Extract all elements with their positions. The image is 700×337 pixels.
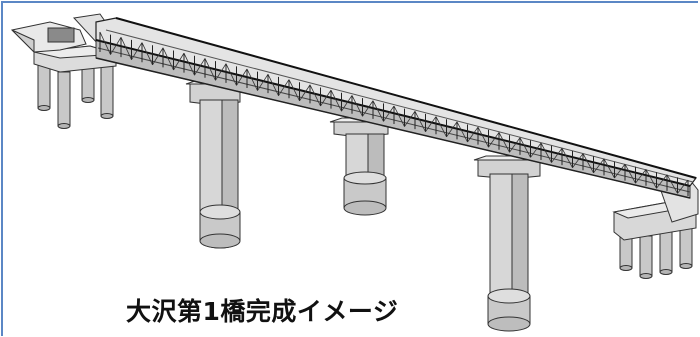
truss-diagonal (582, 153, 594, 174)
steel-truss (99, 31, 689, 196)
truss-diagonal (393, 105, 405, 127)
truss-diagonal (341, 95, 353, 112)
truss-diagonal (519, 137, 531, 158)
truss-diagonal (645, 169, 657, 189)
truss-diagonal (299, 84, 311, 102)
truss-diagonal (194, 58, 206, 76)
truss-diagonal (204, 58, 216, 81)
truss-diagonal (351, 95, 363, 117)
caption-title: 大沢第1橋完成イメージ (126, 297, 399, 326)
truss-diagonal (404, 111, 416, 127)
truss-diagonal (446, 121, 458, 138)
truss-diagonal (362, 100, 374, 117)
truss-diagonal (488, 132, 500, 148)
truss-diagonal (677, 179, 689, 194)
truss-diagonal (551, 148, 563, 163)
truss-diagonal (173, 52, 185, 71)
bridge-deck (95, 17, 698, 199)
truss-diagonal (372, 100, 384, 122)
truss-diagonal (183, 52, 195, 76)
truss-diagonal (656, 174, 668, 189)
truss-diagonal (414, 111, 426, 132)
truss-diagonal (572, 153, 584, 168)
truss-diagonal (267, 74, 279, 96)
truss-diagonal (666, 174, 678, 194)
truss-diagonal (509, 137, 521, 153)
truss-diagonal (278, 79, 290, 96)
truss-diagonal (330, 89, 342, 112)
truss-diagonal (162, 47, 174, 71)
truss-diagonal (225, 63, 237, 86)
truss-diagonal (141, 42, 153, 66)
truss-diagonal (99, 31, 111, 55)
truss-diagonal (593, 158, 605, 174)
truss-diagonal (236, 68, 248, 86)
pier-2 (329, 117, 394, 216)
truss-diagonal (624, 163, 636, 184)
truss-diagonal (540, 142, 552, 163)
truss-diagonal (614, 163, 626, 179)
truss-diagonal (467, 126, 479, 143)
truss-diagonal (309, 84, 321, 107)
abutment-right (612, 179, 699, 279)
truss-diagonal (131, 42, 143, 60)
pier-1 (185, 79, 247, 249)
truss-diagonal (152, 47, 164, 66)
truss-diagonal (120, 37, 132, 60)
truss-diagonal (257, 74, 269, 91)
truss-diagonal (435, 116, 447, 138)
truss-diagonal (288, 79, 300, 102)
truss-diagonal (246, 68, 258, 91)
truss-diagonal (110, 37, 122, 55)
truss-diagonal (561, 148, 573, 168)
truss-diagonal (215, 63, 227, 81)
truss-diagonal (498, 132, 510, 153)
truss-diagonal (603, 158, 615, 179)
truss-diagonal (383, 105, 395, 122)
truss-diagonal (635, 169, 647, 184)
truss-diagonal (477, 126, 489, 148)
truss-diagonal (530, 142, 542, 158)
truss-diagonal (456, 121, 468, 143)
truss-diagonal (425, 116, 437, 132)
truss-diagonal (320, 89, 332, 107)
pier-3 (473, 155, 546, 332)
